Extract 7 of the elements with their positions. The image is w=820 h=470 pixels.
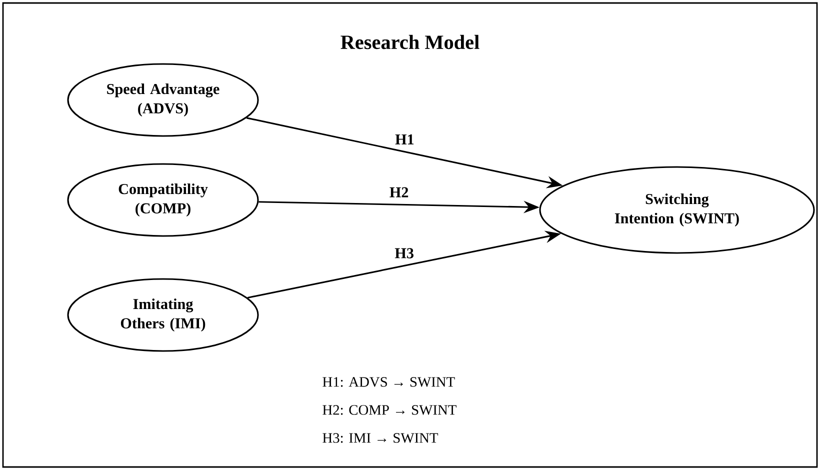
title: Research Model <box>340 34 480 50</box>
hypothesis-text: H3: IMI → SWINT <box>322 433 438 443</box>
edge-label: H1 <box>395 134 414 144</box>
hypothesis-text: H1: ADVS → SWINT <box>322 377 455 387</box>
edge-label: H3 <box>394 248 414 258</box>
hypothesis-text: H2: COMP → SWINT <box>322 405 456 415</box>
edge-label: H2 <box>390 187 408 198</box>
